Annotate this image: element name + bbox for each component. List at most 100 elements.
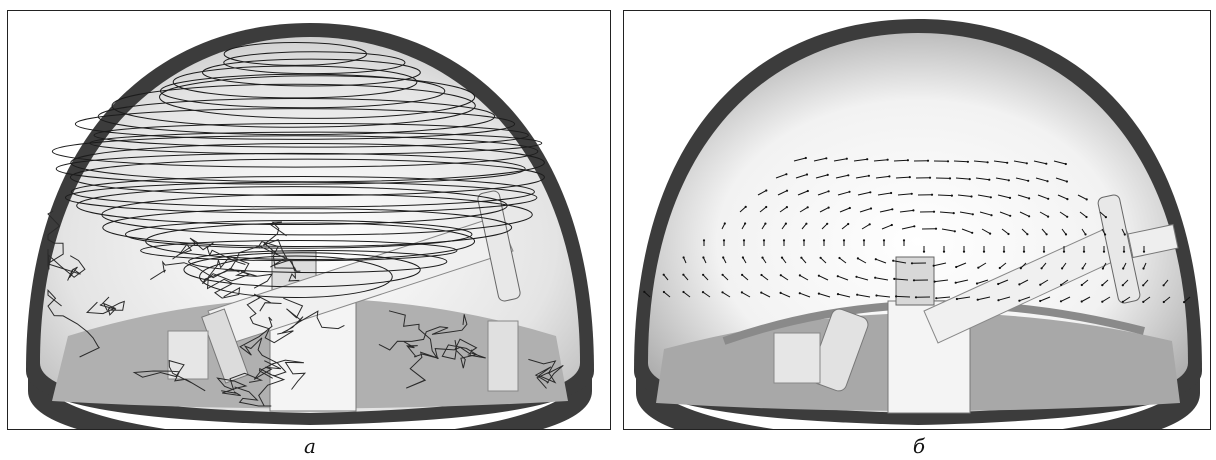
- vector-arrowhead: [888, 175, 891, 178]
- velocity-vector: [881, 224, 892, 230]
- velocity-vector: [741, 274, 749, 281]
- velocity-vector: [857, 191, 871, 196]
- vector-arrowhead: [882, 239, 886, 242]
- vector-arrowhead: [1047, 215, 1050, 218]
- vector-arrowhead: [942, 250, 946, 253]
- vector-arrowhead: [845, 157, 848, 160]
- streamline-loop: [159, 75, 476, 119]
- streamline-path: [216, 372, 264, 397]
- velocity-vector: [1077, 194, 1087, 200]
- vector-arrowhead: [1042, 250, 1046, 253]
- velocity-vector: [879, 208, 893, 213]
- vector-arrowhead: [848, 206, 851, 210]
- vector-arrowhead: [1061, 267, 1064, 270]
- vector-arrowhead: [1122, 250, 1126, 253]
- vector-arrowhead: [912, 209, 915, 212]
- velocity-vector: [833, 158, 847, 162]
- vector-arrowhead: [930, 193, 934, 196]
- vector-arrowhead: [910, 262, 914, 265]
- dome-streamlines-illustration: [26, 23, 594, 429]
- vector-arrowhead: [702, 239, 706, 242]
- streamline-path: [262, 221, 301, 272]
- vector-arrowhead: [986, 161, 989, 164]
- velocity-vector: [1039, 211, 1049, 218]
- velocity-vector: [1040, 279, 1049, 286]
- velocity-vector: [1015, 177, 1029, 182]
- side-block-right: [487, 320, 519, 392]
- vector-arrowhead: [1009, 214, 1012, 217]
- vector-arrowhead: [1101, 284, 1104, 287]
- velocity-vector: [875, 277, 889, 281]
- velocity-vector: [1057, 194, 1068, 200]
- vector-arrowhead: [862, 239, 866, 242]
- velocity-vector: [895, 176, 910, 179]
- velocity-vector: [897, 193, 912, 196]
- velocity-vector: [939, 211, 954, 214]
- velocity-vector: [957, 194, 972, 197]
- vector-arrowhead: [722, 239, 726, 242]
- velocity-vector: [837, 191, 850, 196]
- velocity-vector: [1040, 296, 1051, 302]
- vector-arrowhead: [922, 250, 926, 253]
- streamline-path: [258, 241, 300, 282]
- streamline-path: [253, 359, 307, 390]
- velocity-vector: [857, 294, 871, 298]
- streamline-loop: [74, 108, 516, 140]
- vector-arrowhead: [902, 239, 906, 242]
- vector-arrowhead: [1059, 300, 1063, 303]
- streamline-loop: [223, 51, 406, 75]
- streamline-path: [47, 249, 81, 281]
- velocity-vector: [1033, 160, 1047, 165]
- streamline-path: [202, 270, 274, 289]
- velocity-vector: [775, 173, 787, 179]
- vector-arrowhead: [723, 222, 726, 225]
- vector-arrowhead: [890, 223, 893, 227]
- vector-arrowhead: [741, 256, 744, 259]
- streamline-loop: [199, 255, 393, 299]
- velocity-vector: [953, 160, 968, 163]
- velocity-vector: [998, 279, 1009, 285]
- velocity-vectors-group: [643, 156, 1191, 304]
- vector-arrowhead: [1039, 283, 1042, 286]
- vector-arrowhead: [798, 292, 801, 295]
- streamline-path: [239, 316, 287, 377]
- velocity-vector: [873, 159, 888, 162]
- velocity-vector: [1001, 228, 1009, 235]
- vector-arrowhead: [997, 299, 1000, 302]
- velocity-vector: [999, 211, 1011, 217]
- vector-arrowhead: [1039, 299, 1042, 303]
- vector-arrowhead: [1142, 267, 1145, 270]
- velocity-vector: [857, 257, 867, 264]
- vector-arrowhead: [1025, 162, 1028, 165]
- vector-arrowhead: [910, 192, 913, 195]
- vector-arrowhead: [933, 280, 936, 283]
- streamline-loop: [183, 252, 421, 288]
- velocity-vector: [979, 211, 992, 216]
- streamline-loop: [111, 83, 476, 128]
- vector-arrowhead: [890, 191, 893, 195]
- velocity-vector: [875, 258, 887, 264]
- telescope-mount: [895, 256, 935, 306]
- vector-arrowhead: [1062, 250, 1066, 253]
- velocity-vector: [818, 275, 829, 281]
- velocity-vector: [894, 278, 909, 281]
- vector-arrowhead: [785, 173, 788, 176]
- velocity-vector: [683, 274, 689, 281]
- velocity-vector: [741, 291, 751, 298]
- velocity-vector: [1019, 279, 1029, 285]
- vector-arrowhead: [838, 256, 841, 260]
- vector-arrowhead: [744, 205, 747, 208]
- vector-arrowhead: [848, 190, 851, 193]
- velocity-vector: [780, 292, 791, 298]
- velocity-vector: [835, 174, 849, 179]
- velocity-vector: [1102, 296, 1111, 303]
- vector-arrowhead: [932, 210, 936, 213]
- velocity-vector: [1059, 211, 1068, 218]
- velocity-vector: [993, 160, 1008, 164]
- vector-arrowhead: [867, 174, 870, 177]
- velocity-vector: [819, 207, 829, 213]
- vector-arrowhead: [1019, 267, 1022, 270]
- vector-arrowhead: [780, 256, 784, 259]
- vector-arrowhead: [893, 277, 896, 280]
- streamline-path: [150, 245, 261, 281]
